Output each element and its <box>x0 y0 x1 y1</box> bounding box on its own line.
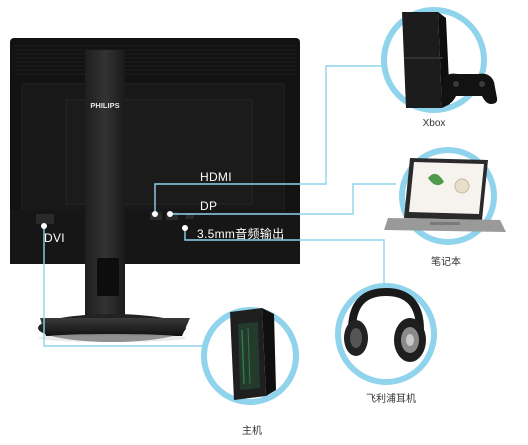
laptop-icon <box>384 158 506 232</box>
console-caption: Xbox <box>422 118 446 129</box>
headphones-bubble <box>335 283 437 385</box>
hdmi-label: HDMI <box>200 170 232 184</box>
desktop-tower-icon <box>230 308 276 400</box>
brand-logo: PHILIPS <box>90 101 119 110</box>
dp-label: DP <box>200 199 218 213</box>
laptop-bubble <box>384 147 506 245</box>
pc-bubble <box>201 307 299 405</box>
pc-caption: 主机 <box>242 426 262 437</box>
dvi-label: DVI <box>44 231 65 245</box>
console-bubble <box>381 7 498 113</box>
laptop-caption: 笔记本 <box>431 257 461 268</box>
audio-out-label: 3.5mm音频输出 <box>197 227 285 241</box>
headphones-caption: 飞利浦耳机 <box>366 394 416 405</box>
monitor-stand <box>38 50 190 342</box>
headphones-icon <box>344 287 426 362</box>
gamepad-icon <box>440 73 498 104</box>
port-connectors <box>41 211 188 231</box>
